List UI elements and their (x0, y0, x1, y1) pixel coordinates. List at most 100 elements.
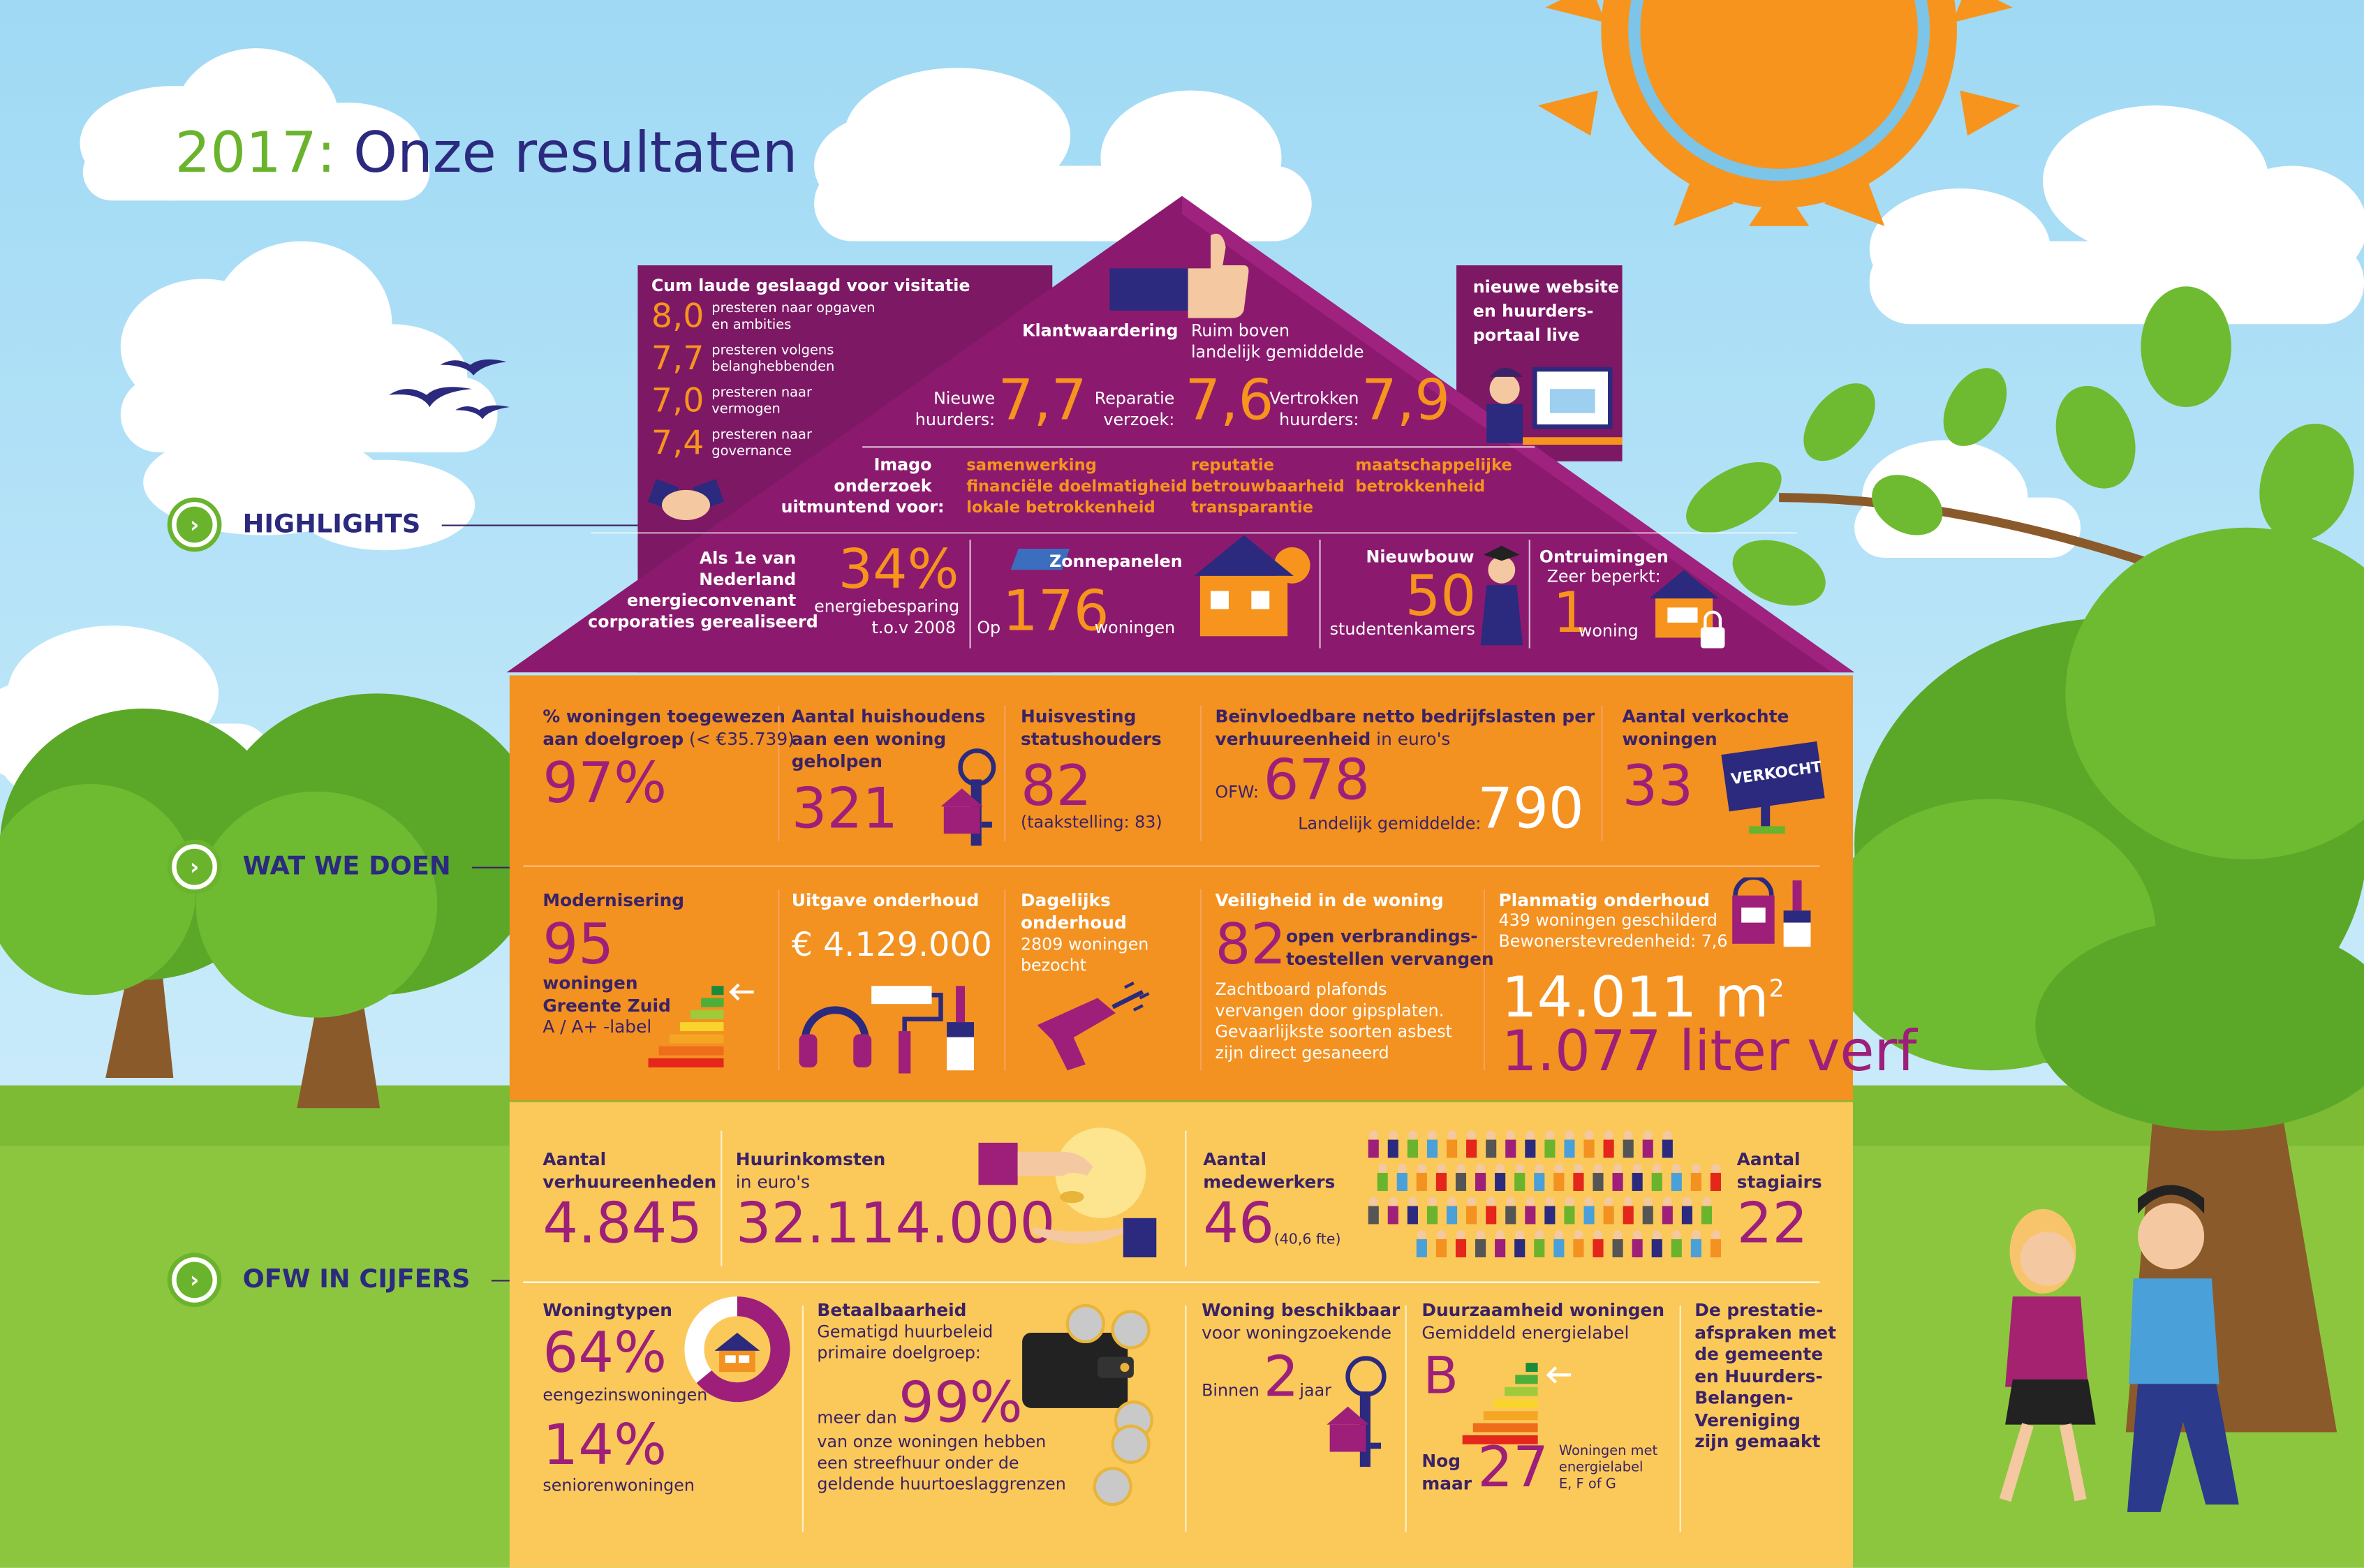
person-head (1467, 1197, 1477, 1206)
right-tree-icon (1686, 286, 2364, 1433)
person-body (1603, 1139, 1614, 1158)
modern-title: Modernisering (542, 889, 685, 911)
planmatig-m2: 14.011 m2 (1502, 956, 1785, 1032)
wallet-coins-icon (1022, 1303, 1153, 1507)
left-trees-icon (0, 693, 543, 1109)
person-body (1396, 1173, 1408, 1191)
visitatie-line: vermogen (711, 402, 781, 418)
person-head (1368, 1197, 1378, 1206)
graduate-icon (1480, 545, 1523, 646)
uitgave-title: Uitgave onderhoud (791, 889, 980, 911)
solar-house-icon (1010, 535, 1310, 637)
person-head (1476, 1164, 1486, 1174)
person-head (1408, 1197, 1417, 1206)
section-highlights[interactable]: › HIGHLIGHTS (167, 497, 653, 552)
person-body (1435, 1239, 1447, 1257)
ontruim-title: Ontruimingen (1539, 547, 1669, 567)
woningtypen-v1: 64% (542, 1320, 667, 1386)
section-ofw-in-cijfers[interactable]: › OFW IN CIJFERS (167, 1252, 537, 1308)
divider (1679, 1306, 1681, 1532)
person-head (1545, 1130, 1555, 1140)
paint-bucket-icon (1732, 877, 1811, 947)
person-body (1642, 1206, 1653, 1225)
person-body (1525, 1139, 1536, 1158)
energie-value: 34% (838, 540, 959, 602)
divider (801, 1306, 804, 1532)
section-label: HIGHLIGHTS (242, 509, 421, 540)
person-head (1417, 1230, 1426, 1240)
person-body (1690, 1173, 1701, 1191)
visitatie-score: 8,0 (651, 298, 704, 336)
lasten-land-label: Landelijk gemiddelde: (1298, 814, 1482, 834)
section-line (441, 524, 653, 526)
person-body (1426, 1139, 1438, 1158)
person-head (1467, 1130, 1477, 1140)
lasten-ofw-value: 678 (1263, 748, 1371, 813)
person-body (1593, 1239, 1604, 1257)
divider (1199, 705, 1202, 841)
thumbs-up-icon (1109, 233, 1249, 318)
section-wat-we-doen[interactable]: › WAT WE DOEN (167, 839, 542, 894)
person-head (1535, 1164, 1544, 1174)
person-head (1613, 1164, 1623, 1174)
person-body (1426, 1206, 1438, 1225)
chevron-right-icon: › (167, 839, 222, 894)
person-body (1583, 1139, 1595, 1158)
person-body (1593, 1173, 1604, 1191)
person-head (1604, 1197, 1613, 1206)
person-head (1623, 1130, 1633, 1140)
person-body (1514, 1239, 1525, 1257)
person-head (1515, 1164, 1525, 1174)
person-head (1662, 1197, 1672, 1206)
section-label: WAT WE DOEN (242, 852, 451, 882)
handshake-icon (648, 479, 725, 521)
person-head (1417, 1164, 1426, 1174)
person-body (1564, 1206, 1575, 1225)
person-body (1583, 1206, 1595, 1225)
beschik-pre: Binnen (1202, 1381, 1259, 1401)
chevron-right-icon: › (167, 1252, 222, 1308)
person-body (1544, 1206, 1556, 1225)
divider (523, 865, 1820, 867)
planmatig-m2-sup: 2 (1768, 973, 1785, 1003)
divider (1199, 889, 1202, 1071)
modern-value: 95 (542, 912, 614, 977)
person-body (1690, 1239, 1701, 1257)
person-body (1475, 1239, 1486, 1257)
person-body (1505, 1206, 1516, 1225)
person-body (1623, 1139, 1634, 1158)
person-body (1416, 1239, 1427, 1257)
wat-we-doen-panel (509, 675, 1853, 1101)
person-head (1691, 1164, 1701, 1174)
person-body (1368, 1139, 1379, 1158)
person-body (1534, 1239, 1545, 1257)
huishoudens-value: 321 (791, 776, 899, 841)
doelgroep-value: 97% (542, 750, 667, 816)
person-body (1710, 1173, 1722, 1191)
person-body (1446, 1206, 1458, 1225)
betaal-title: Betaalbaarheid (817, 1299, 967, 1321)
person-head (1711, 1164, 1720, 1174)
planmatig-verf: 1.077 liter verf (1502, 1019, 1917, 1086)
veiligheid-title: Veiligheid in de woning (1215, 889, 1444, 911)
status-value: 82 (1020, 753, 1092, 819)
person-body (1651, 1239, 1662, 1257)
person-body (1466, 1206, 1477, 1225)
person-head (1593, 1164, 1603, 1174)
energy-label-bars-icon (1462, 1363, 1572, 1444)
for-sale-sign-icon (1721, 741, 1825, 834)
maintenance-tools-icon (799, 986, 974, 1074)
person-head (1456, 1164, 1465, 1174)
keys-house-icon (940, 748, 996, 846)
person-body (1642, 1139, 1653, 1158)
